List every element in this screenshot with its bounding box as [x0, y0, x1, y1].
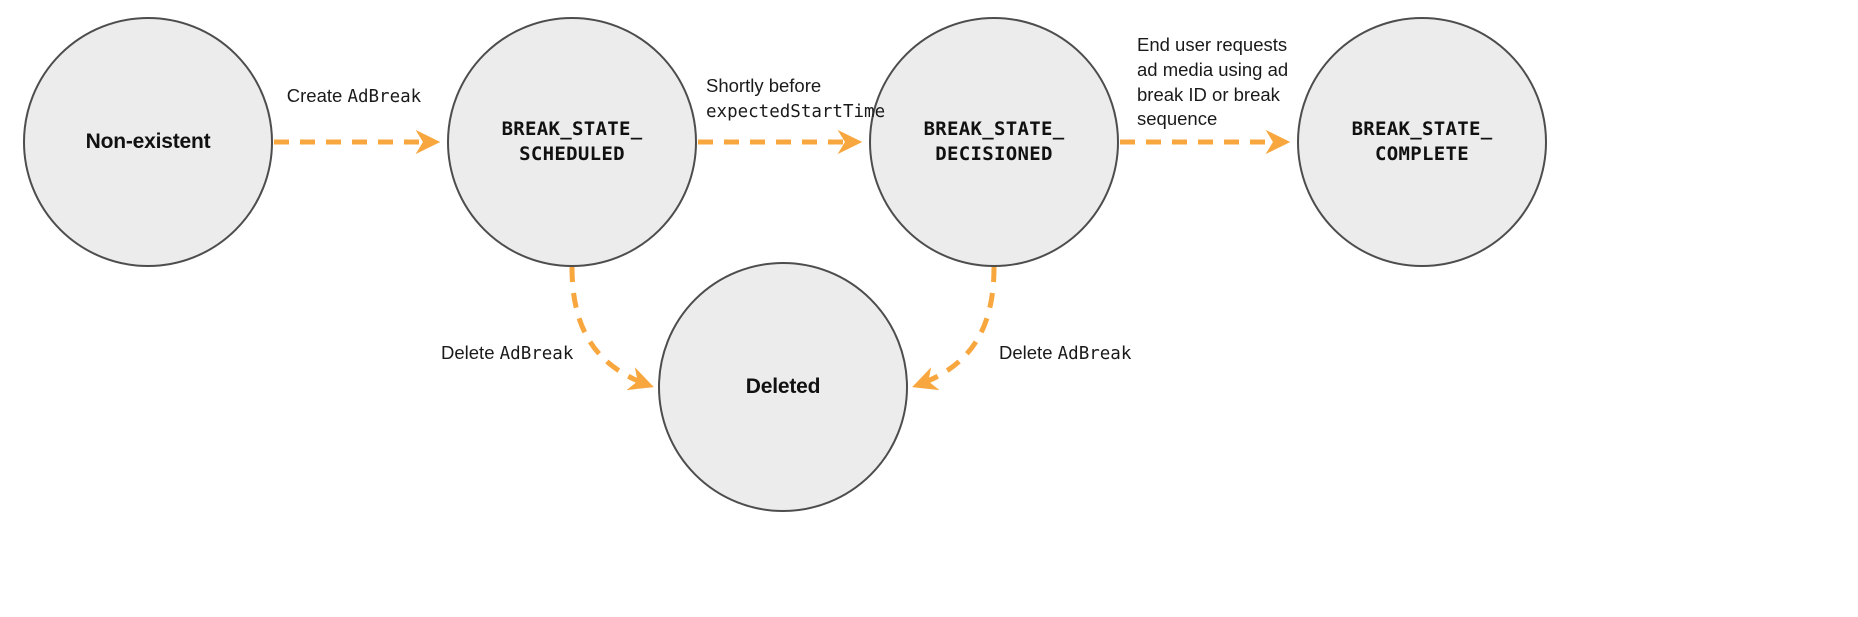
node-label-non-existent: Non-existent: [85, 130, 211, 154]
node-label-break-state-decisioned: BREAK_STATE_ DECISIONED: [923, 117, 1065, 165]
edge-delete-adbreak-from-decisioned: [912, 266, 997, 391]
node-non-existent[interactable]: Non-existent: [23, 17, 273, 267]
edge-delete-adbreak-from-scheduled: [569, 266, 654, 391]
node-break-state-decisioned[interactable]: BREAK_STATE_ DECISIONED: [869, 17, 1119, 267]
node-break-state-complete[interactable]: BREAK_STATE_ COMPLETE: [1297, 17, 1547, 267]
node-break-state-scheduled[interactable]: BREAK_STATE_ SCHEDULED: [447, 17, 697, 267]
node-deleted[interactable]: Deleted: [658, 262, 908, 512]
node-label-deleted: Deleted: [745, 375, 821, 399]
node-label-break-state-complete: BREAK_STATE_ COMPLETE: [1351, 117, 1493, 165]
node-label-break-state-scheduled: BREAK_STATE_ SCHEDULED: [501, 117, 643, 165]
